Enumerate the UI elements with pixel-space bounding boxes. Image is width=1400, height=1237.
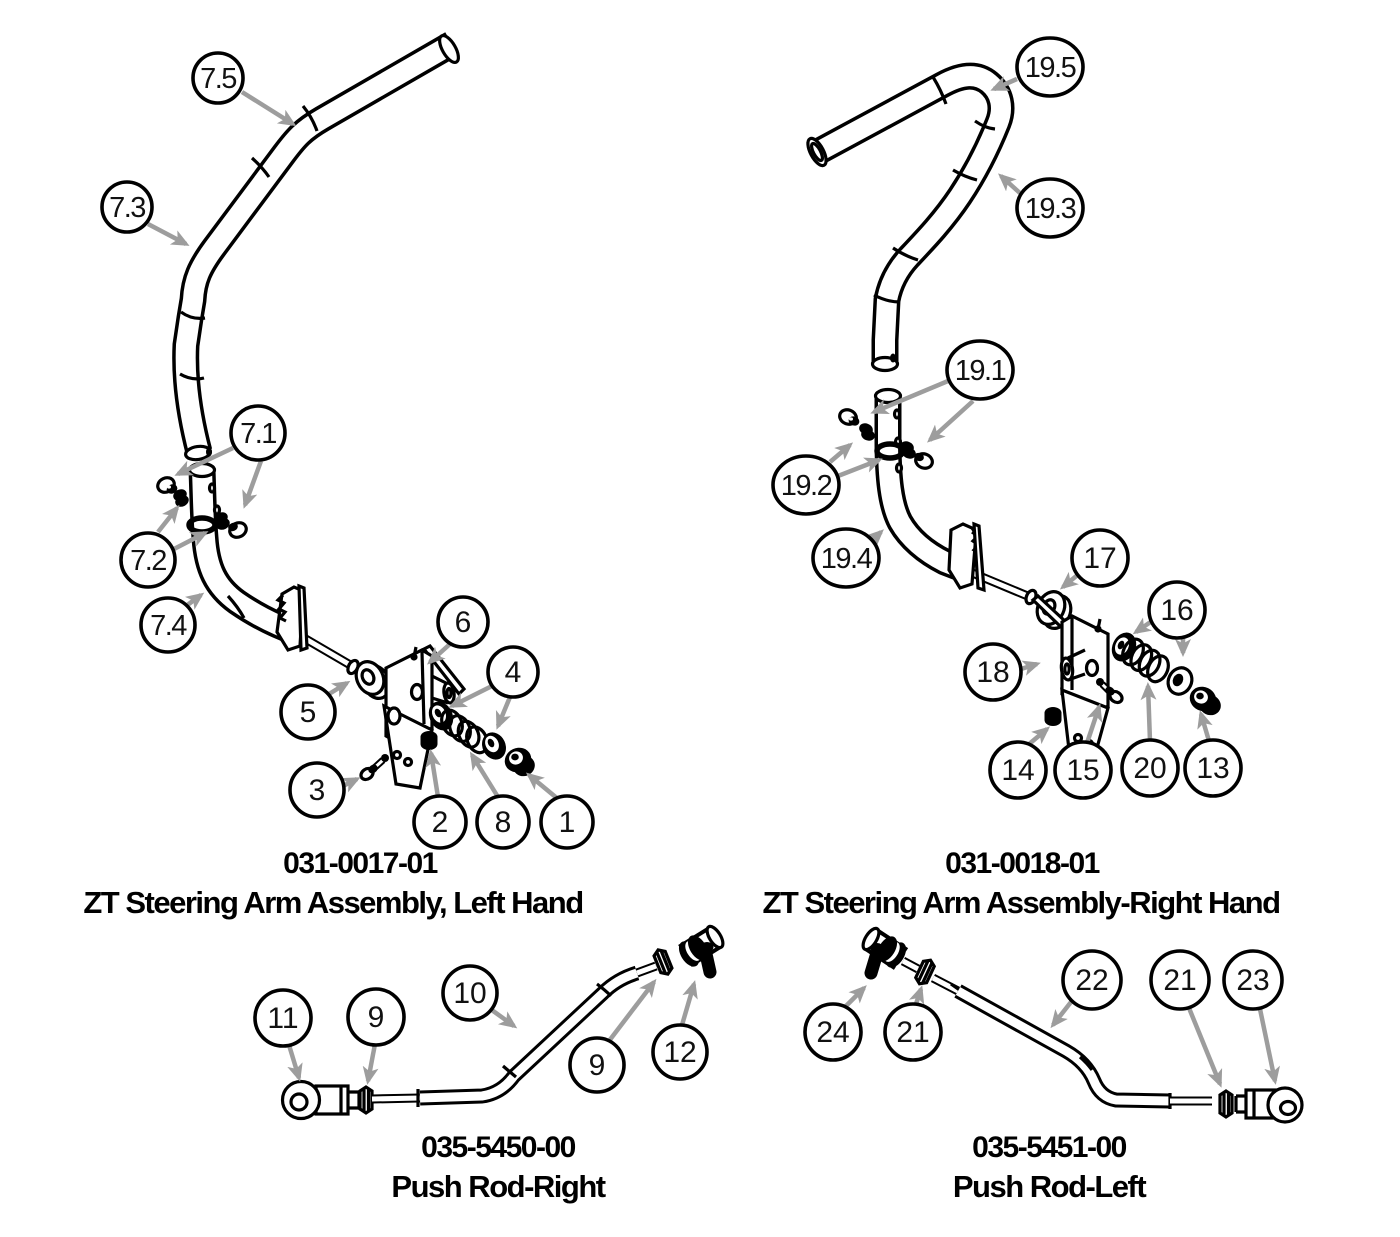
svg-text:9: 9: [589, 1049, 606, 1082]
callout-9a: 9: [346, 987, 406, 1047]
clamp-bolts-right: [838, 408, 934, 470]
steering-arm-tube-left: [172, 32, 460, 676]
washer-spring-stack-left: [428, 701, 535, 777]
leader-arrows-push-rod-right: [286, 978, 698, 1085]
svg-text:7.1: 7.1: [240, 418, 276, 450]
callout-1: 1: [539, 794, 595, 850]
callout-9b: 9: [568, 1036, 626, 1094]
pivot-bracket-right: [1030, 590, 1124, 769]
callouts-push-rod-right: 11 9 10 9 12: [253, 964, 709, 1094]
callout-17: 17: [1070, 528, 1130, 588]
steering-arm-tube-right: [806, 62, 1038, 606]
callout-12: 12: [651, 1023, 709, 1081]
part-number-left: 031-0017-01: [283, 847, 437, 880]
callout-13: 13: [1183, 738, 1243, 798]
part-number-push-rod-left: 035-5451-00: [972, 1131, 1126, 1164]
callout-10: 10: [441, 964, 499, 1022]
callouts-left: 7.5 7.3 7.1 7.2 7.4 6 5 4 3 2 8 1: [100, 51, 595, 850]
clamp-bolts-left: [156, 476, 248, 539]
callouts-right: 19.5 19.3 19.1 19.2 19.4 17 16 18 14 15 …: [771, 36, 1243, 800]
svg-text:14: 14: [1001, 754, 1034, 787]
callout-11: 11: [253, 988, 313, 1048]
svg-text:3: 3: [309, 774, 326, 807]
callout-6: 6: [436, 595, 490, 649]
callout-19-5: 19.5: [1015, 36, 1085, 98]
callout-19-3: 19.3: [1015, 177, 1085, 239]
assembly-push-rod-left: 24 21 22 21 23 035-5451-00 Push Rod-Left: [803, 926, 1304, 1204]
leader-arrows-push-rod-left: [843, 985, 1280, 1088]
callout-8: 8: [475, 794, 531, 850]
svg-text:21: 21: [896, 1016, 929, 1049]
callout-21b: 21: [1149, 949, 1211, 1011]
svg-text:1: 1: [559, 806, 576, 839]
svg-text:23: 23: [1236, 964, 1269, 997]
push-rod-right-drawing: [280, 924, 725, 1121]
callout-19-1: 19.1: [945, 339, 1015, 401]
svg-text:19.4: 19.4: [821, 543, 873, 575]
assembly-title-left: ZT Steering Arm Assembly, Left Hand: [83, 885, 582, 920]
callout-16: 16: [1147, 580, 1207, 640]
svg-text:16: 16: [1160, 594, 1193, 627]
svg-text:9: 9: [368, 1001, 385, 1034]
svg-text:19.2: 19.2: [781, 470, 832, 502]
callout-15: 15: [1053, 740, 1113, 800]
assembly-push-rod-right: 11 9 10 9 12 035-5450-00 Push Rod-Right: [253, 924, 725, 1204]
svg-text:7.2: 7.2: [130, 545, 166, 577]
washer-spring-stack-right: [1111, 632, 1221, 716]
callout-19-2: 19.2: [771, 454, 841, 516]
callout-14: 14: [988, 740, 1048, 800]
callout-24: 24: [803, 1002, 863, 1062]
svg-text:2: 2: [432, 806, 449, 839]
svg-text:7.5: 7.5: [200, 63, 236, 95]
svg-text:17: 17: [1083, 542, 1116, 575]
push-rod-left-drawing: [861, 926, 1304, 1124]
callout-4: 4: [486, 645, 540, 699]
part-number-push-rod-right: 035-5450-00: [421, 1131, 575, 1164]
part-number-right: 031-0018-01: [945, 847, 1099, 880]
svg-text:19.5: 19.5: [1025, 52, 1076, 84]
svg-text:15: 15: [1066, 754, 1099, 787]
callout-7-3: 7.3: [100, 180, 154, 234]
svg-text:19.3: 19.3: [1025, 193, 1076, 225]
callout-3: 3: [288, 761, 346, 819]
assembly-steering-left: 7.5 7.3 7.1 7.2 7.4 6 5 4 3 2 8 1 031-00…: [83, 32, 595, 920]
title-push-rod-right: Push Rod-Right: [391, 1169, 605, 1204]
callout-7-1: 7.1: [229, 404, 287, 462]
svg-text:5: 5: [300, 696, 317, 729]
assembly-title-right: ZT Steering Arm Assembly-Right Hand: [762, 885, 1279, 920]
callouts-push-rod-left: 24 21 22 21 23: [803, 949, 1284, 1062]
callout-2: 2: [412, 794, 468, 850]
callout-7-4: 7.4: [139, 596, 197, 654]
svg-text:12: 12: [663, 1036, 696, 1069]
svg-text:4: 4: [505, 656, 522, 689]
svg-text:20: 20: [1133, 752, 1166, 785]
svg-text:19.1: 19.1: [955, 355, 1006, 387]
svg-text:24: 24: [816, 1016, 849, 1049]
svg-text:22: 22: [1075, 964, 1108, 997]
callout-22: 22: [1061, 949, 1123, 1011]
callout-20: 20: [1120, 738, 1180, 798]
callout-5: 5: [279, 683, 337, 741]
svg-text:13: 13: [1196, 752, 1229, 785]
svg-text:6: 6: [455, 606, 472, 639]
title-push-rod-left: Push Rod-Left: [953, 1169, 1146, 1204]
svg-text:10: 10: [453, 977, 486, 1010]
callout-21a: 21: [883, 1002, 943, 1062]
svg-text:7.3: 7.3: [109, 192, 145, 224]
svg-text:8: 8: [495, 806, 512, 839]
assembly-steering-right: 19.5 19.3 19.1 19.2 19.4 17 16 18 14 15 …: [762, 36, 1281, 920]
callout-23: 23: [1222, 949, 1284, 1011]
svg-text:21: 21: [1163, 964, 1196, 997]
callout-18: 18: [963, 642, 1023, 702]
svg-text:7.4: 7.4: [150, 610, 187, 642]
svg-text:11: 11: [267, 1002, 298, 1035]
callout-19-4: 19.4: [811, 527, 881, 589]
leader-arrows-left: [146, 90, 560, 801]
callout-7-2: 7.2: [119, 531, 177, 589]
svg-text:18: 18: [976, 656, 1009, 689]
callout-7-5: 7.5: [191, 51, 245, 105]
